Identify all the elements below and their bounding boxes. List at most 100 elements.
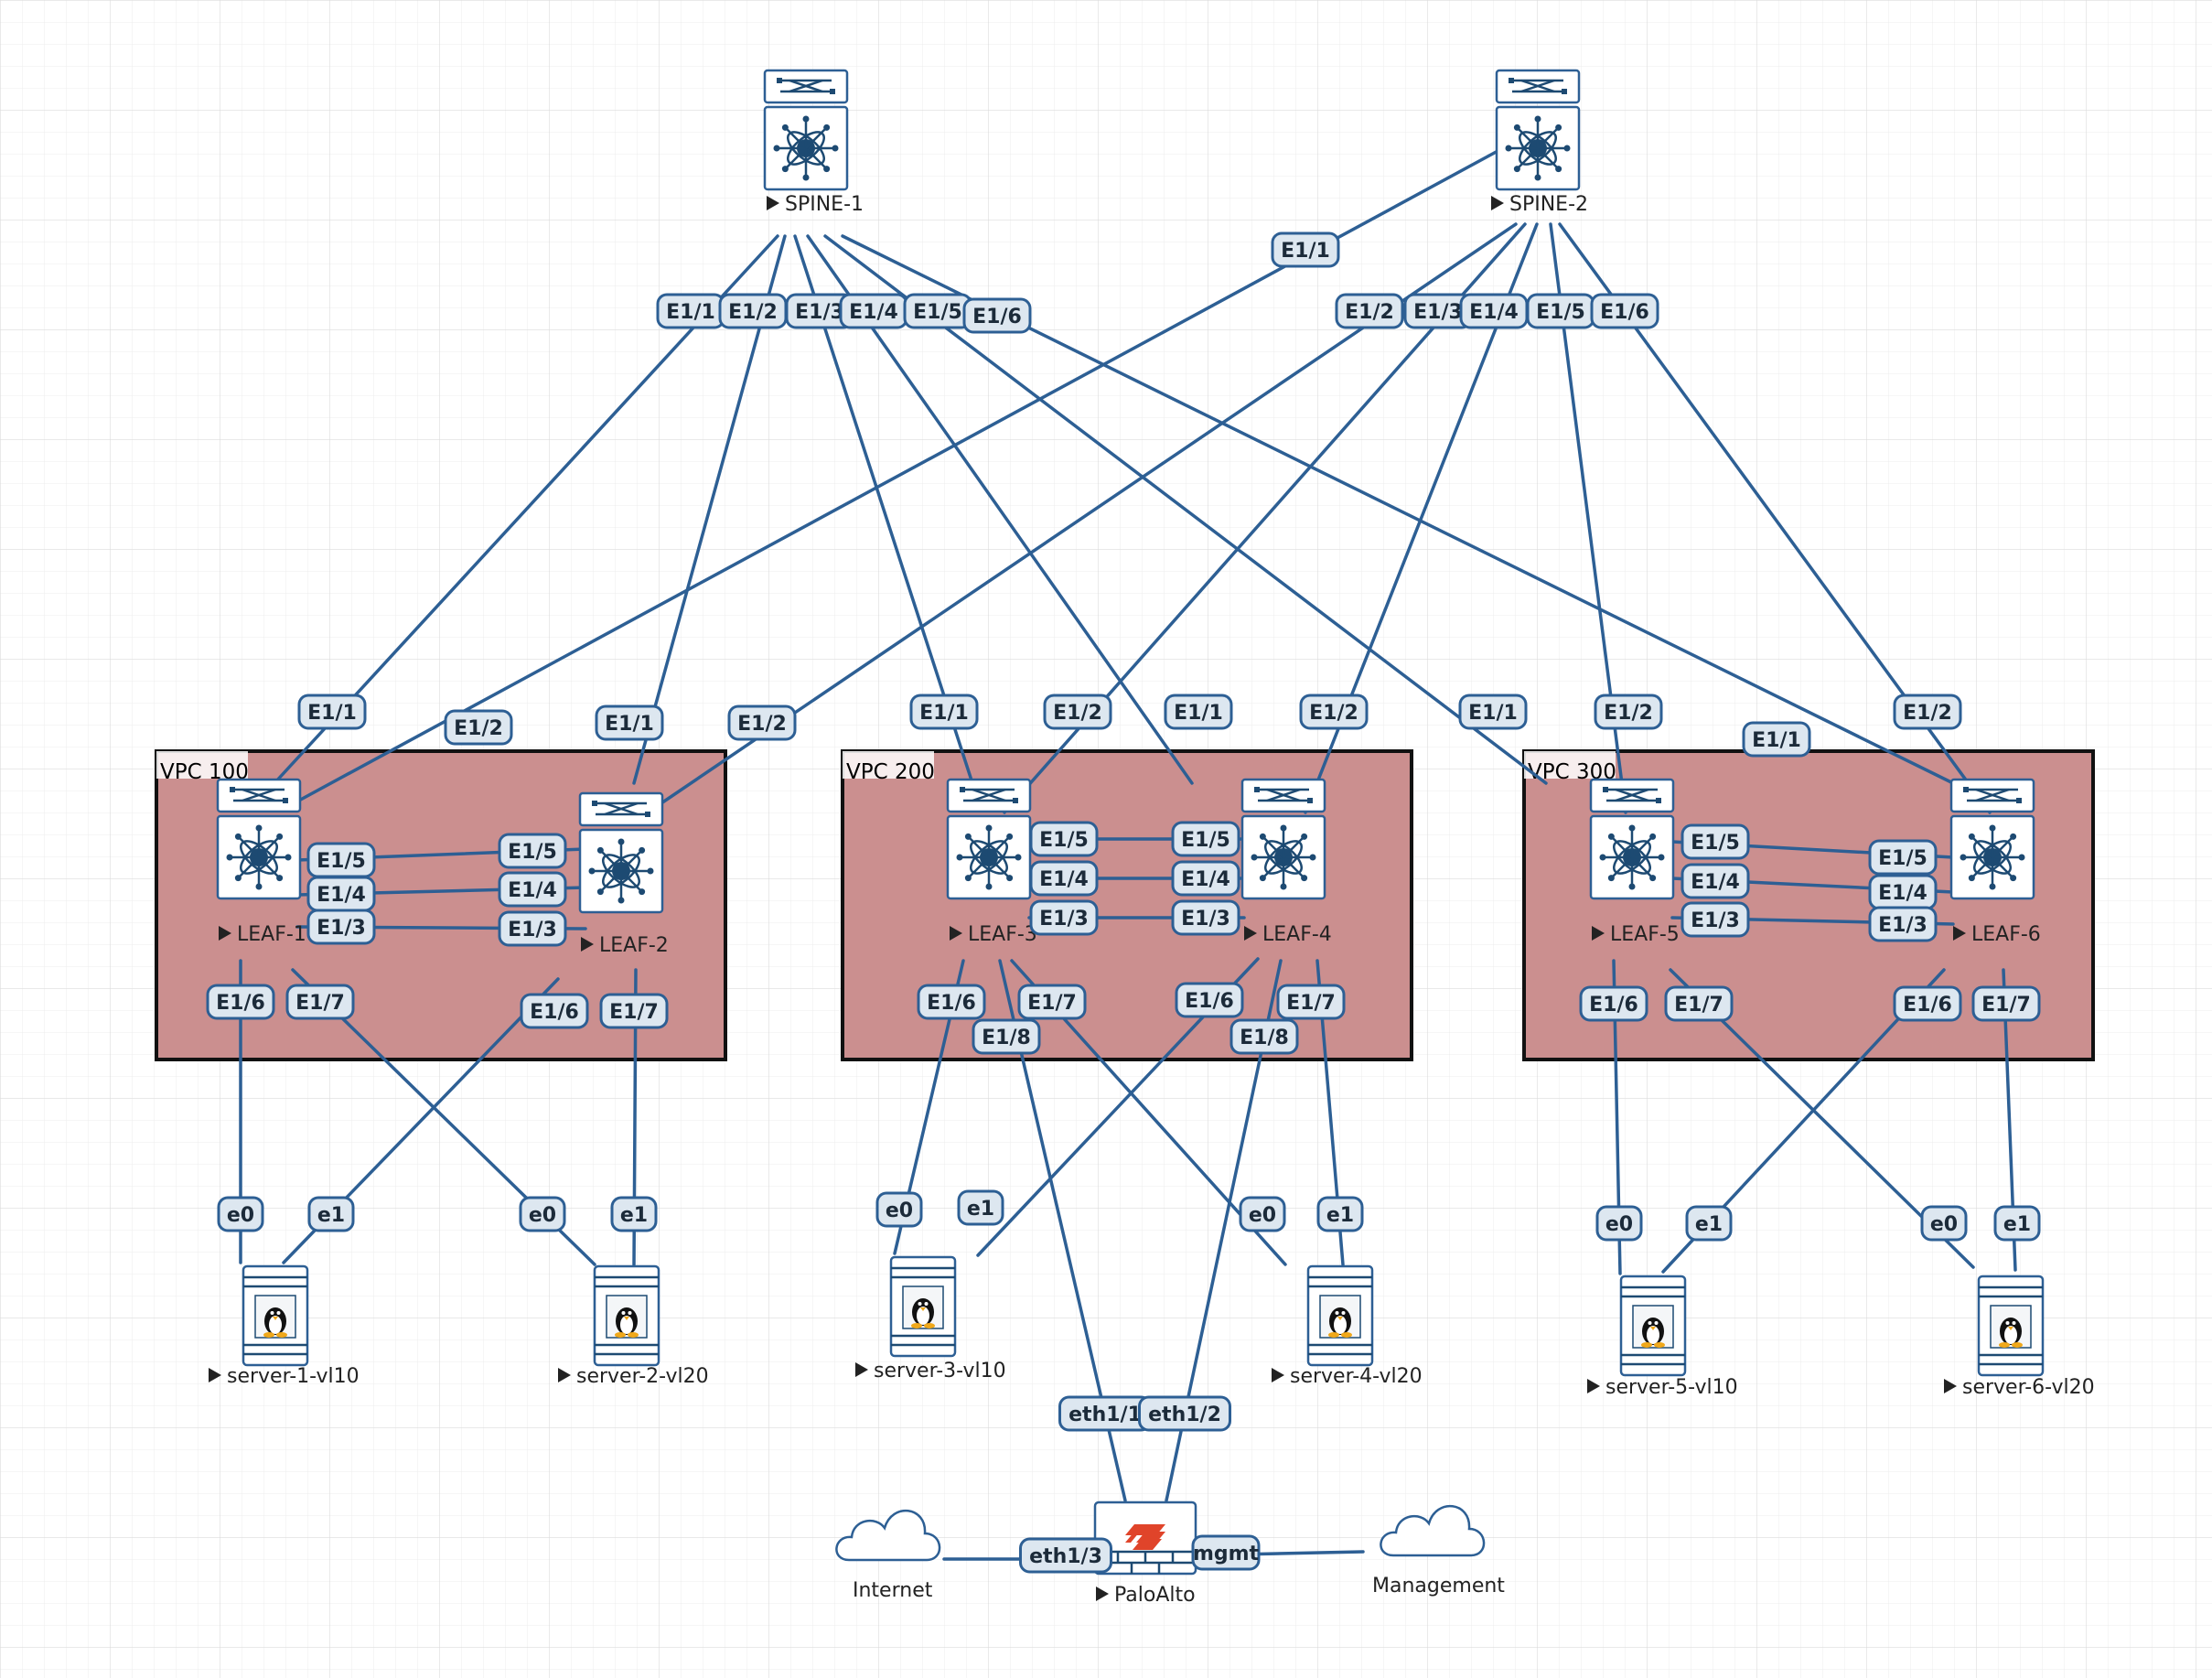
port-label-leaf4[interactable]: E1/3 (1171, 899, 1240, 936)
port-label-srv5[interactable]: e0 (1595, 1205, 1643, 1242)
port-label-leaf3[interactable]: E1/8 (972, 1018, 1041, 1055)
play-icon[interactable] (558, 1368, 571, 1382)
srv2-node[interactable]: server-2-vl20 (558, 1264, 709, 1388)
port-label-srv6[interactable]: e1 (1993, 1205, 2041, 1242)
pa-node[interactable]: PaloAlto (1093, 1501, 1197, 1607)
leaf5-node[interactable]: LEAF-5 (1589, 778, 1680, 946)
port-label-leaf3[interactable]: E1/5 (1029, 821, 1099, 857)
srv6-node[interactable]: server-6-vl20 (1944, 1275, 2095, 1399)
port-label-srv1[interactable]: e0 (217, 1196, 264, 1232)
port-label-leaf6[interactable]: E1/3 (1868, 906, 1938, 942)
spine1-node[interactable]: SPINE-1 (763, 69, 864, 216)
port-label-leaf1[interactable]: E1/4 (306, 876, 376, 912)
srv5-node[interactable]: server-5-vl10 (1587, 1275, 1738, 1399)
port-label-leaf1[interactable]: E1/2 (444, 709, 513, 746)
port-label-leaf2[interactable]: E1/4 (498, 871, 567, 908)
port-label-leaf4[interactable]: E1/5 (1171, 821, 1240, 857)
port-label-leaf1[interactable]: E1/1 (297, 694, 367, 730)
port-label-leaf5[interactable]: E1/3 (1680, 901, 1750, 938)
port-label-pa[interactable]: mgmt (1191, 1534, 1261, 1571)
port-label-leaf3[interactable]: E1/7 (1017, 984, 1087, 1020)
play-icon[interactable] (1272, 1368, 1284, 1382)
play-icon[interactable] (855, 1362, 868, 1377)
play-icon[interactable] (209, 1368, 221, 1382)
port-label-leaf5[interactable]: E1/7 (1664, 985, 1734, 1022)
leaf6-node[interactable]: LEAF-6 (1949, 778, 2041, 946)
port-label-leaf1[interactable]: E1/3 (306, 909, 376, 945)
port-label-srv1[interactable]: e1 (307, 1196, 355, 1232)
mgmt-node[interactable]: Management (1372, 1505, 1505, 1597)
srv3-node[interactable]: server-3-vl10 (855, 1255, 1006, 1382)
play-icon[interactable] (950, 926, 962, 941)
port-label-leaf6[interactable]: E1/4 (1868, 874, 1938, 910)
play-icon[interactable] (581, 937, 594, 952)
port-label-leaf3[interactable]: E1/6 (917, 984, 986, 1020)
play-icon[interactable] (1944, 1379, 1957, 1393)
port-label-leaf2[interactable]: E1/1 (595, 705, 664, 741)
port-label-leaf4[interactable]: E1/6 (1175, 982, 1244, 1018)
port-label-leaf2[interactable]: E1/6 (520, 993, 589, 1029)
srv1-node[interactable]: server-1-vl10 (209, 1264, 360, 1388)
play-icon[interactable] (219, 926, 231, 941)
port-label-leaf6[interactable]: E1/1 (1742, 721, 1811, 758)
port-label-srv2[interactable]: e1 (610, 1196, 658, 1232)
port-label-spine2[interactable]: E1/4 (1459, 293, 1529, 329)
port-label-srv3[interactable]: e1 (957, 1189, 1004, 1226)
port-label-leaf2[interactable]: E1/5 (498, 833, 567, 869)
play-icon[interactable] (1244, 926, 1257, 941)
port-label-srv5[interactable]: e1 (1685, 1205, 1733, 1242)
play-icon[interactable] (1587, 1379, 1600, 1393)
port-label-spine1[interactable]: E1/1 (656, 293, 725, 329)
play-icon[interactable] (1592, 926, 1605, 941)
port-label-leaf6[interactable]: E1/5 (1868, 839, 1938, 876)
port-label-spine1[interactable]: E1/5 (903, 293, 972, 329)
port-label-spine2[interactable]: E1/6 (1590, 293, 1659, 329)
port-label-leaf2[interactable]: E1/2 (727, 705, 797, 741)
port-label-spine1[interactable]: E1/4 (839, 293, 908, 329)
port-label-leaf6[interactable]: E1/6 (1893, 985, 1962, 1022)
port-label-leaf5[interactable]: E1/5 (1680, 823, 1750, 860)
port-label-spine2[interactable]: E1/2 (1335, 293, 1404, 329)
port-label-leaf2[interactable]: E1/7 (599, 993, 669, 1029)
leaf3-node[interactable]: LEAF-3 (946, 778, 1037, 946)
port-label-leaf1[interactable]: E1/7 (285, 984, 355, 1020)
leaf1-node[interactable]: LEAF-1 (216, 778, 306, 946)
port-label-leaf4[interactable]: E1/2 (1299, 694, 1369, 730)
port-label-leaf3[interactable]: E1/3 (1029, 899, 1099, 936)
port-label-leaf6[interactable]: E1/2 (1893, 694, 1962, 730)
leaf4-node[interactable]: LEAF-4 (1240, 778, 1332, 946)
port-label-spine1[interactable]: E1/2 (718, 293, 788, 329)
port-label-leaf5[interactable]: E1/4 (1680, 863, 1750, 899)
port-label-leaf4[interactable]: E1/1 (1164, 694, 1233, 730)
port-label-leaf3[interactable]: E1/1 (909, 694, 979, 730)
port-label-pa[interactable]: eth1/1 (1058, 1395, 1152, 1432)
port-label-leaf3[interactable]: E1/4 (1029, 860, 1099, 897)
port-label-srv3[interactable]: e0 (875, 1191, 923, 1228)
port-label-leaf4[interactable]: E1/8 (1229, 1018, 1299, 1055)
leaf2-node[interactable]: LEAF-2 (578, 791, 669, 957)
port-label-leaf3[interactable]: E1/2 (1043, 694, 1112, 730)
port-label-leaf1[interactable]: E1/6 (206, 984, 275, 1020)
port-label-pa[interactable]: eth1/2 (1138, 1395, 1231, 1432)
port-label-spine1[interactable]: E1/3 (785, 293, 854, 329)
port-label-srv4[interactable]: e0 (1239, 1196, 1286, 1232)
spine2-node[interactable]: SPINE-2 (1491, 69, 1588, 216)
port-label-leaf5[interactable]: E1/2 (1594, 694, 1663, 730)
srv4-node[interactable]: server-4-vl20 (1272, 1264, 1423, 1388)
port-label-spine2[interactable]: E1/1 (1271, 231, 1340, 268)
port-label-pa[interactable]: eth1/3 (1019, 1537, 1112, 1574)
port-label-spine2[interactable]: E1/5 (1526, 293, 1595, 329)
port-label-leaf6[interactable]: E1/7 (1971, 985, 2041, 1022)
port-label-leaf4[interactable]: E1/4 (1171, 860, 1240, 897)
internet-node[interactable]: Internet (835, 1510, 941, 1602)
port-label-srv4[interactable]: e1 (1316, 1196, 1364, 1232)
port-label-leaf5[interactable]: E1/6 (1579, 985, 1648, 1022)
port-label-spine2[interactable]: E1/3 (1403, 293, 1473, 329)
play-icon[interactable] (1096, 1587, 1109, 1601)
port-label-srv6[interactable]: e0 (1920, 1205, 1968, 1242)
port-label-leaf2[interactable]: E1/3 (498, 910, 567, 947)
port-label-leaf4[interactable]: E1/7 (1276, 984, 1346, 1020)
play-icon[interactable] (1953, 926, 1966, 941)
port-label-leaf1[interactable]: E1/5 (306, 842, 376, 878)
port-label-leaf5[interactable]: E1/1 (1458, 694, 1528, 730)
